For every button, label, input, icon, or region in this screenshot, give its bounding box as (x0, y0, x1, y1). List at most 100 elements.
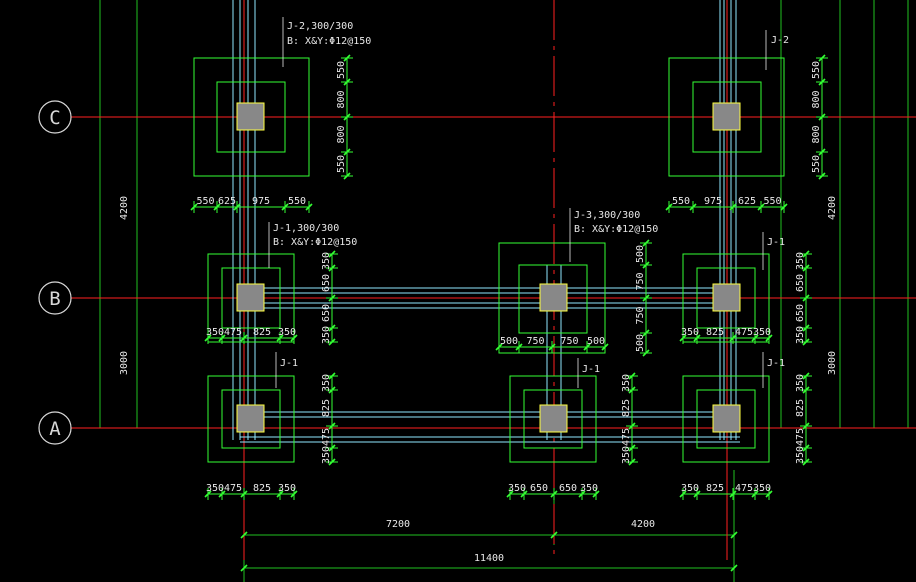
dim-c-right-h-2: 625 (738, 196, 756, 207)
dim-c-right-h-3: 550 (763, 196, 781, 207)
dim-a-left-v-2: 475 (321, 428, 332, 446)
dim-b-left-h-3: 350 (278, 327, 296, 338)
dim-b-left-v-1: 650 (321, 274, 332, 292)
tie-beams (232, 0, 740, 443)
footing-leaders (268, 17, 767, 388)
footing-outlines (193, 57, 785, 463)
dim-b-right-v-3: 350 (795, 326, 806, 344)
dim-a-mid-h-3: 350 (580, 483, 598, 494)
dim-b-right-v-2: 650 (795, 304, 806, 322)
column-b1 (236, 283, 265, 312)
dim-b-mid-h-3: 500 (587, 336, 605, 347)
overall-dimensions: 4200 3000 4200 3000 7200 4200 11400 (119, 196, 838, 564)
footing-annotations: J-2,300/300 B: X&Y:Φ12@150 J-2 J-1,300/3… (273, 21, 789, 375)
dim-a-mid-h-0: 350 (508, 483, 526, 494)
dim-b-left-v-0: 350 (321, 252, 332, 270)
footing-label-a3: J-1 (767, 358, 785, 369)
column-a2 (539, 404, 568, 433)
dim-c-left-v-1: 800 (336, 90, 347, 108)
axis-bubbles: C B A (38, 100, 72, 445)
dim-c-left-v-3: 550 (336, 155, 347, 173)
dim-a-right-h-3: 350 (753, 483, 771, 494)
column-b3 (712, 283, 741, 312)
dim-b-mid-v-3: 500 (635, 334, 646, 352)
dim-c-right-v-0: 550 (811, 61, 822, 79)
dim-a-right-v-2: 475 (795, 428, 806, 446)
dim-b-mid-h-0: 500 (500, 336, 518, 347)
axis-label-b: B (49, 288, 60, 310)
dim-c-left-h-2: 975 (252, 196, 270, 207)
bottom-dim-4200: 4200 (631, 519, 655, 530)
left-dim-3000: 3000 (119, 351, 130, 375)
footing-label-b1: J-1,300/300 (273, 223, 339, 234)
dim-b-mid-v-1: 750 (635, 272, 646, 290)
right-dim-4200: 4200 (827, 196, 838, 220)
bottom-dim-11400: 11400 (474, 553, 504, 564)
dim-a-right-v-3: 350 (795, 446, 806, 464)
footing-label-b3: J-1 (767, 237, 785, 248)
dim-a-mid-v-2: 475 (621, 428, 632, 446)
dim-b-right-h-0: 350 (681, 327, 699, 338)
footing-label-b2: J-3,300/300 (574, 210, 640, 221)
column-a1 (236, 404, 265, 433)
dim-b-right-v-1: 650 (795, 274, 806, 292)
right-dim-3000: 3000 (827, 351, 838, 375)
dim-a-left-v-1: 825 (321, 399, 332, 417)
column-c1 (236, 102, 265, 131)
bottom-dim-7200: 7200 (386, 519, 410, 530)
dim-c-left-v-0: 550 (336, 61, 347, 79)
dim-c-right-h-1: 975 (704, 196, 722, 207)
rebar-label-c1: B: X&Y:Φ12@150 (287, 36, 371, 47)
rebar-label-b2: B: X&Y:Φ12@150 (574, 224, 658, 235)
dim-b-left-v-2: 650 (321, 304, 332, 322)
dim-c-right-v-2: 800 (811, 125, 822, 143)
footing-label-c3: J-2 (771, 35, 789, 46)
left-dim-4200: 4200 (119, 196, 130, 220)
dim-b-left-v-3: 350 (321, 326, 332, 344)
axis-bubble-c: C (38, 100, 72, 134)
dim-c-right-v-3: 550 (811, 155, 822, 173)
dim-c-right-h-0: 550 (672, 196, 690, 207)
axis-bubble-a: A (38, 411, 72, 445)
footing-label-a2: J-1 (582, 364, 600, 375)
dim-a-left-h-2: 825 (253, 483, 271, 494)
dim-a-left-h-0: 350 (206, 483, 224, 494)
dimension-chains: 550 625 975 550 550 800 800 550 550 975 625 550 550 8… (190, 54, 828, 572)
dim-c-left-h-0: 550 (196, 196, 214, 207)
column-a3 (712, 404, 741, 433)
dim-a-mid-v-0: 350 (621, 374, 632, 392)
dim-a-right-h-0: 350 (681, 483, 699, 494)
dim-c-left-h-1: 625 (218, 196, 236, 207)
dim-a-right-v-1: 825 (795, 399, 806, 417)
dim-a-mid-v-3: 350 (621, 446, 632, 464)
dim-b-right-h-2: 475 (735, 327, 753, 338)
dim-c-left-h-3: 550 (288, 196, 306, 207)
dim-b-right-h-1: 825 (706, 327, 724, 338)
rebar-label-b1: B: X&Y:Φ12@150 (273, 237, 357, 248)
footing-label-a1: J-1 (280, 358, 298, 369)
dim-b-left-h-2: 825 (253, 327, 271, 338)
column-c3 (712, 102, 741, 131)
dim-b-left-h-1: 475 (224, 327, 242, 338)
column-b2 (539, 283, 568, 312)
axis-bubble-b: B (38, 281, 72, 315)
dim-a-left-h-3: 350 (278, 483, 296, 494)
dim-c-right-v-1: 800 (811, 90, 822, 108)
columns (236, 102, 741, 433)
dim-a-right-v-0: 350 (795, 374, 806, 392)
dim-a-right-h-1: 825 (706, 483, 724, 494)
dim-a-mid-h-2: 650 (559, 483, 577, 494)
dim-a-left-v-0: 350 (321, 374, 332, 392)
dim-a-left-h-1: 475 (224, 483, 242, 494)
axis-label-a: A (49, 418, 61, 440)
dim-b-mid-v-2: 750 (635, 306, 646, 324)
dim-b-left-h-0: 350 (206, 327, 224, 338)
axis-label-c: C (49, 107, 60, 129)
dim-a-mid-h-1: 650 (530, 483, 548, 494)
footing-label-c1: J-2,300/300 (287, 21, 353, 32)
dim-a-left-v-3: 350 (321, 446, 332, 464)
dim-c-left-v-2: 800 (336, 125, 347, 143)
axis-lines (70, 0, 916, 560)
